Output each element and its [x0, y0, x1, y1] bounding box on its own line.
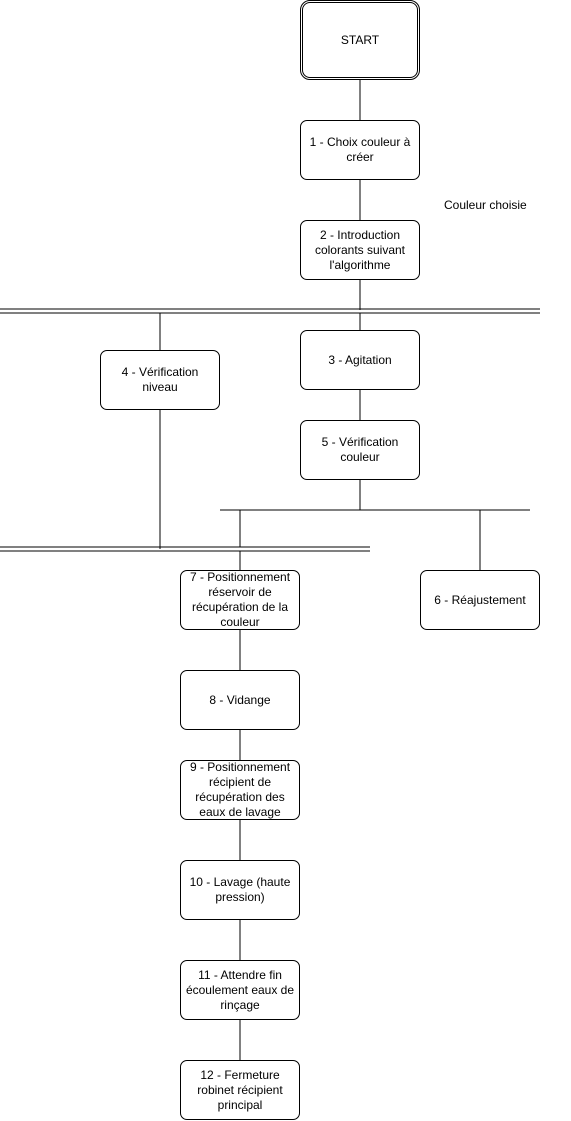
step-8-label: 8 - Vidange — [209, 692, 271, 707]
annotation-couleur-choisie: Couleur choisie — [444, 198, 527, 212]
step-3: 3 - Agitation — [300, 330, 420, 390]
step-10: 10 - Lavage (haute pression) — [180, 860, 300, 920]
step-7-label: 7 - Positionnement réservoir de récupéra… — [189, 570, 291, 629]
step-12: 12 - Fermeture robinet récipient princip… — [180, 1060, 300, 1120]
start-node: START — [300, 0, 420, 80]
step-10-label: 10 - Lavage (haute pression) — [189, 875, 291, 904]
step-3-label: 3 - Agitation — [328, 352, 392, 367]
step-2-label: 2 - Introduction colorants suivant l'alg… — [314, 227, 406, 272]
step-4: 4 - Vérification niveau — [100, 350, 220, 410]
step-6-label: 6 - Réajustement — [434, 592, 526, 607]
start-label: START — [340, 32, 380, 47]
step-7: 7 - Positionnement réservoir de récupéra… — [180, 570, 300, 630]
step-11: 11 - Attendre fin écoulement eaux de rin… — [180, 960, 300, 1020]
step-9-label: 9 - Positionnement récipient de récupéra… — [189, 760, 291, 819]
step-5: 5 - Vérification couleur — [300, 420, 420, 480]
step-6: 6 - Réajustement — [420, 570, 540, 630]
step-1: 1 - Choix couleur à créer — [300, 120, 420, 180]
step-1-label: 1 - Choix couleur à créer — [309, 135, 411, 164]
step-9: 9 - Positionnement récipient de récupéra… — [180, 760, 300, 820]
step-8: 8 - Vidange — [180, 670, 300, 730]
step-5-label: 5 - Vérification couleur — [321, 435, 399, 464]
step-11-label: 11 - Attendre fin écoulement eaux de rin… — [185, 967, 295, 1012]
step-12-label: 12 - Fermeture robinet récipient princip… — [197, 1067, 283, 1112]
step-4-label: 4 - Vérification niveau — [121, 365, 199, 394]
step-2: 2 - Introduction colorants suivant l'alg… — [300, 220, 420, 280]
